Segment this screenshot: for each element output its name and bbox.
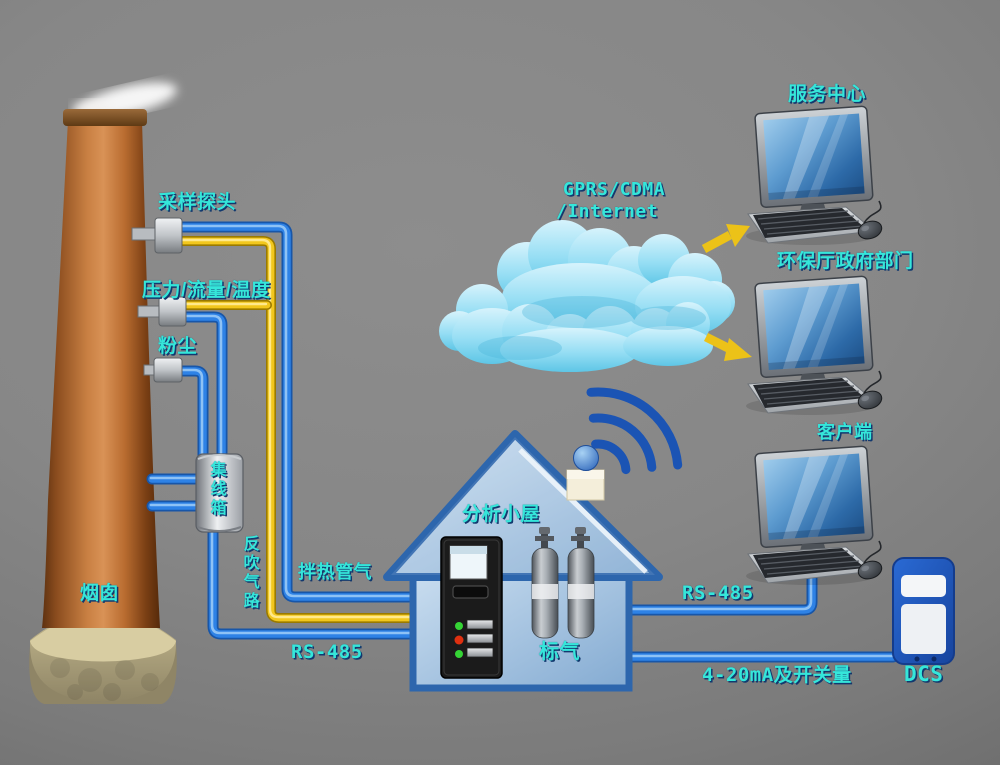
led-green: [455, 650, 463, 658]
label-pressure-flow-temp: 压力/流量/温度: [142, 280, 271, 301]
label-junction-box: 集线箱: [207, 461, 225, 518]
sampling-probe-1: [131, 217, 183, 254]
wifi-transmitter-ball: [573, 445, 599, 471]
chimney: [42, 109, 160, 628]
label-client: 客户端: [817, 422, 873, 442]
label-analog: 4-20mA及开关量: [702, 664, 852, 686]
wifi-icon: [586, 387, 683, 475]
desktop-computer-client: [745, 445, 885, 586]
label-purge-line: 反吹气路: [240, 535, 258, 611]
sampling-probe-3: [143, 357, 183, 383]
led-green: [455, 622, 463, 630]
dcs-box: [892, 557, 955, 665]
analyzer-cabinet: [440, 536, 503, 679]
gas-cylinder-1: [531, 527, 559, 639]
pipe-4-20ma: [621, 656, 893, 657]
label-dcs: DCS: [904, 662, 944, 686]
pipe-signal-probe3: [177, 370, 203, 460]
label-heated-line: 拌热管气: [298, 562, 372, 582]
desktop-computer-service-center: [745, 105, 885, 246]
arrow-to-service-center: [701, 224, 750, 253]
label-network-line1: GPRS/CDMA: [563, 179, 666, 200]
label-sampling-probe: 采样探头: [158, 192, 237, 213]
label-analysis-house: 分析小屋: [462, 504, 541, 525]
label-dust: 粉尘: [158, 336, 198, 357]
label-std-gas: 标气: [539, 641, 580, 663]
cloud-icon: [439, 220, 735, 372]
arrow-to-epa: [703, 332, 752, 361]
label-rs485-left: RS-485: [291, 641, 363, 663]
junction-box: [195, 453, 244, 533]
label-chimney: 烟囱: [80, 583, 120, 604]
analysis-house: [383, 430, 663, 692]
label-epa: 环保厅政府部门: [777, 251, 914, 272]
desktop-computer-epa: [745, 275, 885, 416]
led-red: [454, 635, 464, 645]
label-network-line2: /Internet: [556, 201, 659, 222]
label-rs485-right: RS-485: [682, 582, 754, 604]
gas-cylinder-2: [567, 527, 595, 639]
label-service-center: 服务中心: [788, 84, 867, 105]
sampling-probe-2: [137, 296, 187, 327]
